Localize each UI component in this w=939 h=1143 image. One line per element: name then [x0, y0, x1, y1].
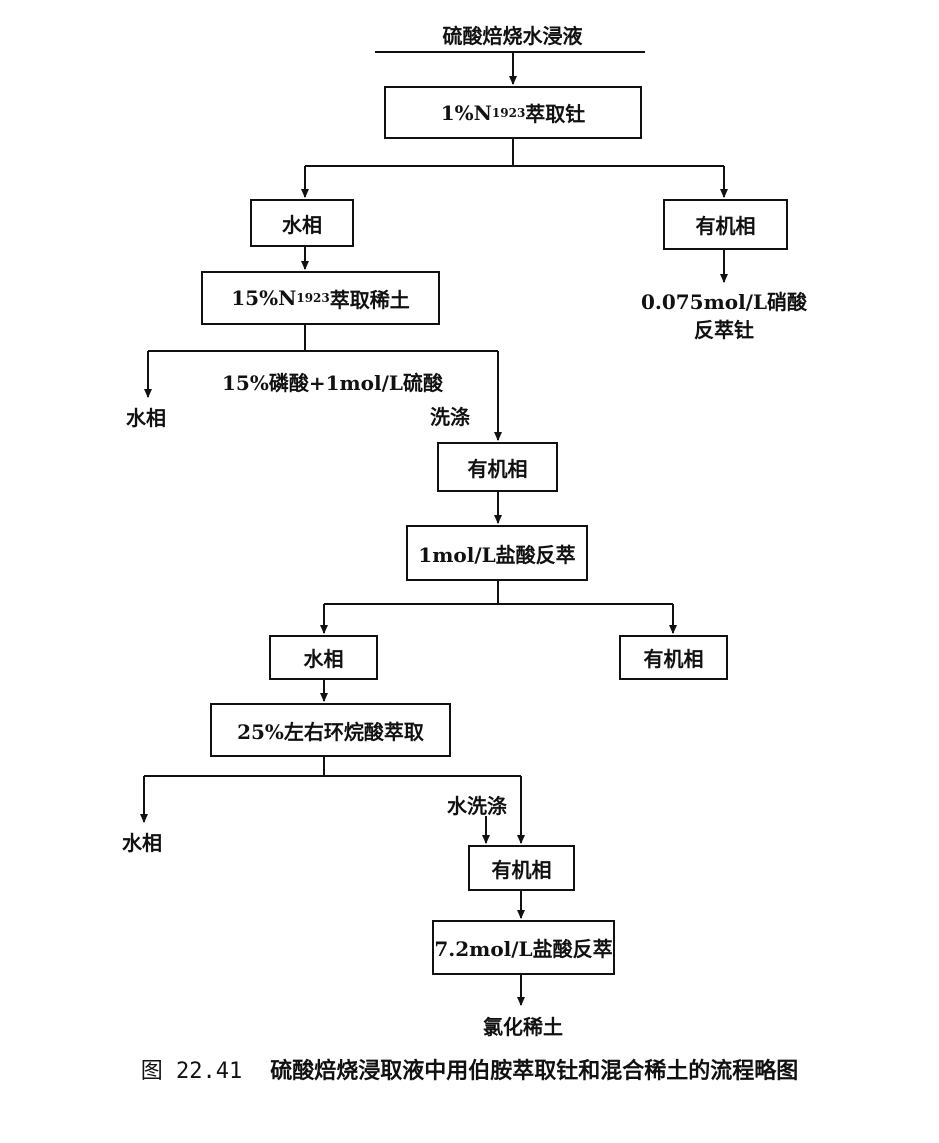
- figure-caption: 图 22.41 硫酸焙烧浸取液中用伯胺萃取钍和混合稀土的流程略图: [0, 1053, 939, 1085]
- aqueous-phase-box-3: 水相: [269, 635, 378, 680]
- box1-pre: 1%N: [440, 100, 492, 125]
- naphthenic-acid-extraction-box: 25%左右环烷酸萃取: [210, 703, 451, 757]
- figure-number: 图 22.41: [140, 1059, 243, 1084]
- organic-phase-box-1: 有机相: [663, 199, 788, 250]
- aqueous-phase-box-1: 水相: [250, 199, 354, 247]
- figure-title: 硫酸焙烧浸取液中用伯胺萃取钍和混合稀土的流程略图: [270, 1058, 799, 1084]
- box1-sub: 1923: [491, 105, 526, 120]
- thorium-strip-label: 反萃钍: [694, 318, 754, 342]
- thorium-strip-reagent: 0.075mol/L硝酸: [640, 290, 808, 314]
- box2-sub: 1923: [296, 291, 330, 305]
- product-label: 氯化稀土: [483, 1015, 563, 1039]
- wash-reagent-label: 15%磷酸+1mol/L硫酸: [222, 371, 443, 395]
- source-label: 硫酸焙烧水浸液: [442, 24, 583, 48]
- box2-pre: 15%N: [231, 286, 297, 310]
- organic-phase-box-2: 有机相: [437, 442, 558, 492]
- water-wash-label: 水洗涤: [447, 794, 507, 818]
- hcl-strip-box-1: 1mol/L盐酸反萃: [406, 525, 588, 581]
- organic-phase-box-4: 有机相: [468, 845, 575, 891]
- box2-post: 萃取稀土: [329, 287, 410, 312]
- aqueous-phase-label-4: 水相: [122, 831, 162, 855]
- hcl-strip-box-2: 7.2mol/L盐酸反萃: [432, 920, 615, 975]
- organic-phase-box-3: 有机相: [619, 635, 728, 680]
- aqueous-phase-label-2: 水相: [126, 406, 166, 430]
- box1-post: 萃取钍: [525, 102, 586, 126]
- wash-label: 洗涤: [430, 405, 470, 429]
